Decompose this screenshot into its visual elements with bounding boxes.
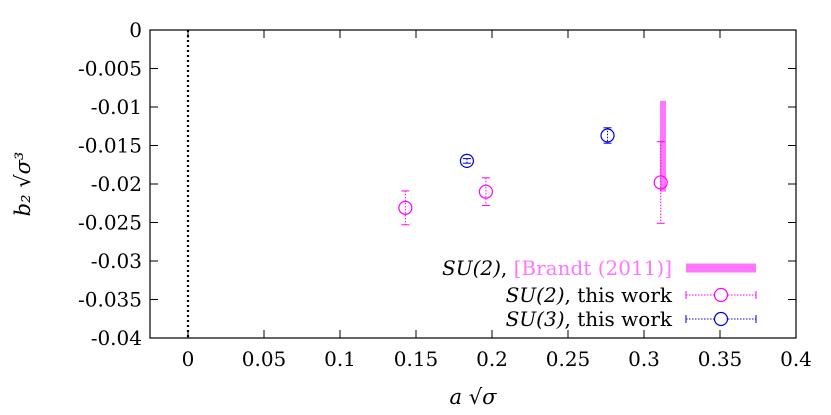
- x-tick-label: 0.1: [324, 347, 356, 371]
- x-tick-label: 0.4: [780, 347, 812, 371]
- y-tick-label: -0.02: [91, 172, 142, 196]
- legend-separator: ,: [565, 283, 578, 307]
- legend-note-brandt: [Brandt (2011)]: [514, 256, 672, 280]
- y-tick-label: -0.04: [91, 326, 142, 350]
- plot-frame: [149, 29, 797, 339]
- legend-note-su2: this work: [577, 283, 673, 307]
- legend-sample-point-su2: [713, 287, 729, 303]
- su2-point: [653, 175, 668, 190]
- legend-note-su3: this work: [577, 307, 673, 331]
- y-tick-label: -0.015: [78, 134, 142, 158]
- y-tick-label: -0.005: [78, 57, 142, 81]
- legend: SU(2), [Brandt (2011)]SU(2), this workSU…: [442, 256, 757, 331]
- x-tick-label: 0.15: [394, 347, 439, 371]
- y-tick-label: -0.035: [78, 288, 142, 312]
- legend-group-su3: SU(3): [506, 307, 565, 331]
- legend-label-su2: SU(2), this work: [506, 283, 673, 307]
- x-tick-label: 0.25: [546, 347, 591, 371]
- y-tick-label: -0.03: [91, 249, 142, 273]
- legend-separator: ,: [565, 307, 578, 331]
- su3-point: [459, 153, 475, 168]
- legend-separator: ,: [501, 256, 514, 280]
- legend-sample-point-su3: [713, 311, 729, 327]
- brandt-band: [660, 100, 666, 192]
- x-tick-label: 0.35: [698, 347, 743, 371]
- y-tick-label: 0: [129, 18, 142, 42]
- x-tick-label: 0.2: [476, 347, 508, 371]
- legend-group-su2: SU(2): [506, 283, 565, 307]
- y-axis-label: b₂ √σ³: [11, 152, 35, 217]
- y-tick-label: -0.01: [91, 95, 142, 119]
- x-tick-label: 0.3: [628, 347, 660, 371]
- legend-label-brandt: SU(2), [Brandt (2011)]: [442, 256, 672, 280]
- su2-point: [398, 200, 413, 215]
- x-tick-label: 0: [182, 347, 195, 371]
- x-tick-label: 0.05: [242, 347, 287, 371]
- y-tick-label: -0.025: [78, 211, 142, 235]
- legend-group-brandt: SU(2): [442, 256, 501, 280]
- su2-point: [478, 184, 494, 199]
- su3-point: [600, 128, 615, 143]
- x-axis-label: a √σ: [450, 385, 498, 409]
- legend-label-su3: SU(3), this work: [506, 307, 673, 331]
- axes: 0 0.05 0.1 0.15 0.2 0.25 0.3 0.35 0.4 0 -0.005 -0.0…: [11, 18, 812, 409]
- plot-area: [186, 30, 668, 338]
